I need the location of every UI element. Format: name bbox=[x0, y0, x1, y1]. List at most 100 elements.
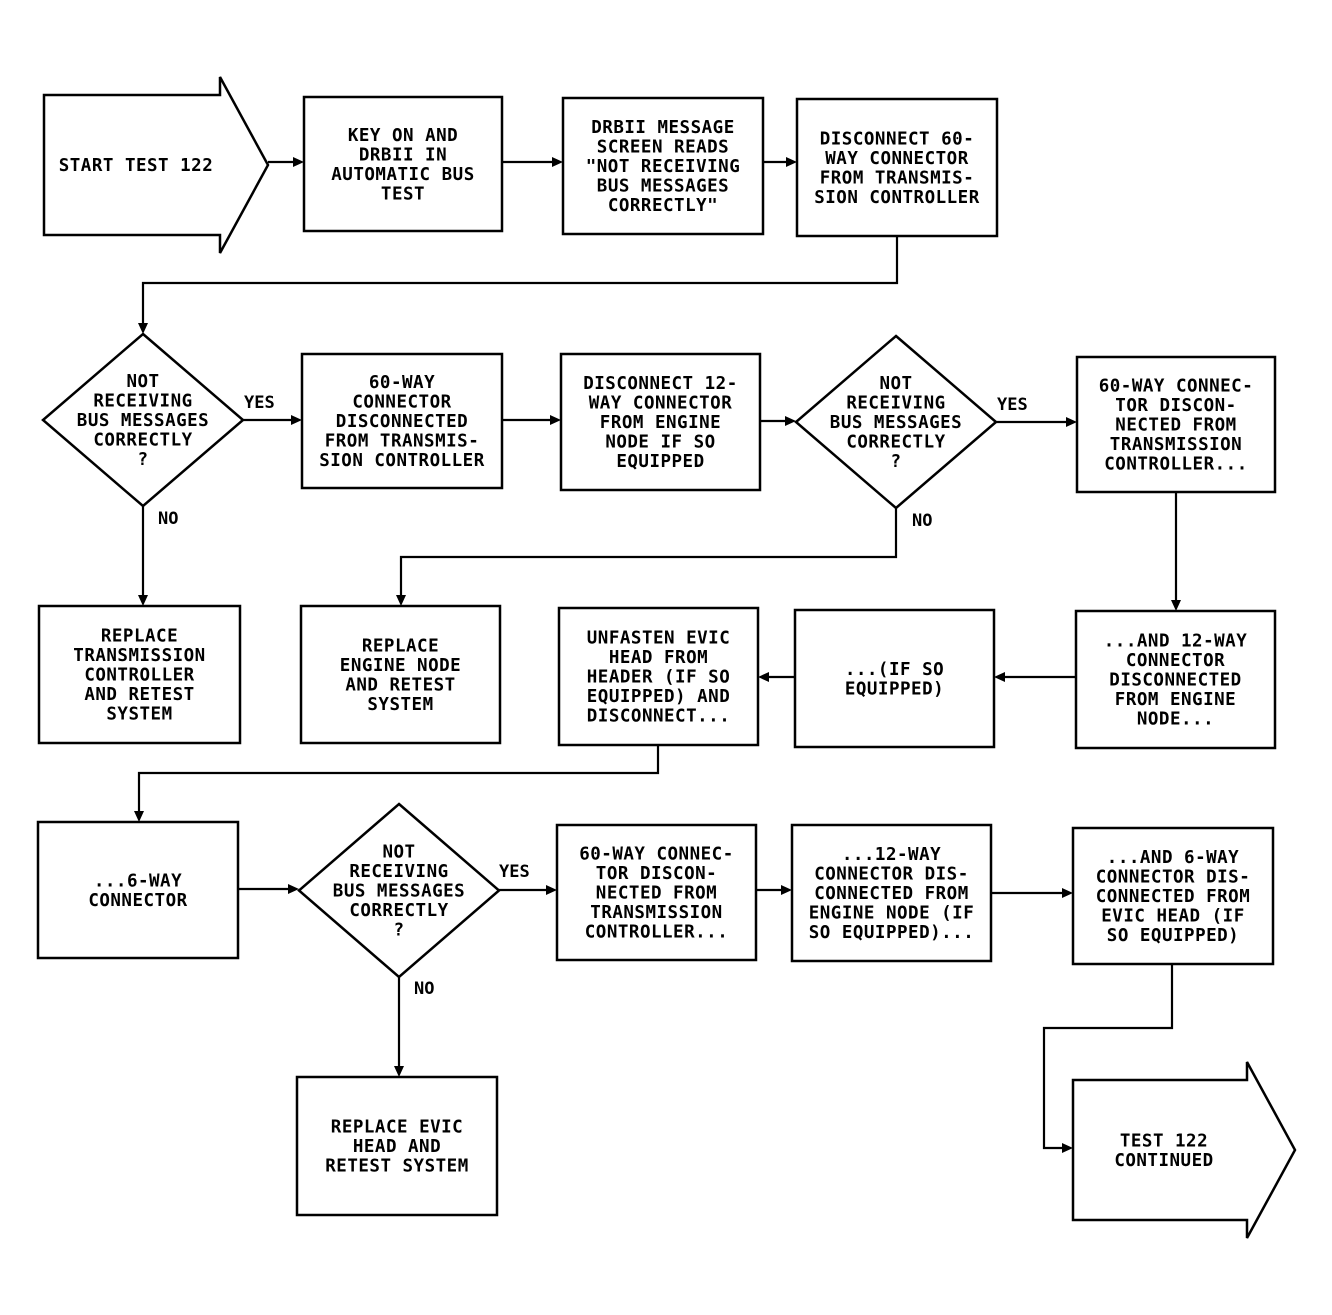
connector-drbii-msg-to-disc-60 bbox=[763, 157, 797, 167]
node-label-line: RECEIVING bbox=[846, 394, 945, 414]
edge-label-no: NO bbox=[414, 979, 434, 999]
node-label-line: CORRECTLY bbox=[846, 433, 945, 453]
arrowhead-icon bbox=[138, 323, 148, 334]
node-label-line: FROM TRANSMIS- bbox=[325, 432, 480, 452]
process-box bbox=[795, 97, 999, 238]
connector-line bbox=[137, 745, 660, 811]
node-label-line: NOT bbox=[382, 843, 415, 863]
node-label-line: FROM TRANSMIS- bbox=[820, 168, 975, 188]
node-label-line: CORRECTLY" bbox=[608, 196, 718, 216]
node-label-line: AND RETEST bbox=[84, 685, 194, 705]
node-label-line: HEAD AND bbox=[353, 1137, 441, 1157]
node-label-line: "NOT RECEIVING bbox=[586, 157, 741, 177]
arrowhead-icon bbox=[138, 595, 148, 606]
node-label-line: EQUIPPED) bbox=[845, 679, 944, 699]
node-label-line: ...12-WAY bbox=[842, 845, 941, 865]
node-label-line: ? bbox=[890, 452, 901, 472]
node-label-line: CONTROLLER... bbox=[585, 923, 728, 943]
connector-disc60-done-to-disc-12 bbox=[502, 415, 561, 425]
node-label-line: NECTED FROM bbox=[1115, 416, 1236, 436]
connector-line bbox=[1042, 964, 1174, 1150]
connector-and-12-to-if-so bbox=[994, 672, 1076, 682]
connector-dec2-to-replace-en bbox=[396, 508, 898, 606]
node-label-line: CONTROLLER... bbox=[1104, 455, 1247, 475]
node-label-line: DRBII IN bbox=[359, 145, 447, 165]
connector-dec3-to-status-60-b bbox=[499, 885, 557, 895]
node-label-line: ...(IF SO bbox=[845, 660, 944, 680]
node-label-line: RETEST SYSTEM bbox=[325, 1157, 468, 1177]
node-label-line: CONTINUED bbox=[1114, 1151, 1213, 1171]
process-box bbox=[790, 823, 993, 963]
node-label-line: REPLACE bbox=[101, 627, 178, 647]
node-label-line: CONNECTOR bbox=[352, 393, 451, 413]
arrowhead-icon bbox=[1171, 600, 1181, 611]
node-label-line: FROM ENGINE bbox=[1115, 690, 1236, 710]
connector-status-60-b-to-status-12-b bbox=[756, 885, 792, 895]
process-box bbox=[555, 823, 758, 962]
arrowhead-icon bbox=[291, 415, 302, 425]
node-label-line: CONNECTOR bbox=[1126, 651, 1225, 671]
connector-disc-12-to-dec2 bbox=[760, 416, 796, 426]
node-label-line: NOT bbox=[126, 372, 159, 392]
arrowhead-icon bbox=[394, 1066, 404, 1077]
node-label-line: DISCONNECT 12- bbox=[583, 374, 738, 394]
node-label-line: SCREEN READS bbox=[597, 138, 729, 158]
node-label-line: CONTROLLER bbox=[84, 666, 194, 686]
node-label-line: TRANSMISSION bbox=[1110, 435, 1242, 455]
node-label-line: DRBII MESSAGE bbox=[591, 118, 734, 138]
node-label-line: ? bbox=[393, 921, 404, 941]
connector-if-so-to-unfasten bbox=[758, 672, 795, 682]
node-label-line: 60-WAY bbox=[369, 373, 435, 393]
node-label-line: CONNECTED FROM bbox=[814, 884, 969, 904]
node-label-line: BUS MESSAGES bbox=[77, 411, 209, 431]
process-box bbox=[557, 606, 760, 747]
process-box bbox=[1074, 609, 1277, 750]
edges-layer bbox=[134, 157, 1181, 1153]
arrowhead-icon bbox=[550, 415, 561, 425]
arrowhead-icon bbox=[1062, 888, 1073, 898]
process-box bbox=[1075, 355, 1277, 494]
connector-dec3-to-replace-evic bbox=[394, 977, 404, 1077]
arrowhead-icon bbox=[288, 884, 299, 894]
node-label-line: BUS MESSAGES bbox=[333, 882, 465, 902]
process-box bbox=[302, 95, 504, 233]
node-label-line: DISCONNECTED bbox=[1109, 671, 1241, 691]
arrowhead-icon bbox=[785, 416, 796, 426]
node-label-line: 60-WAY CONNEC- bbox=[1099, 377, 1254, 397]
connector-line bbox=[141, 236, 899, 323]
node-label-line: CORRECTLY bbox=[349, 901, 448, 921]
edge-label-no: NO bbox=[912, 511, 932, 531]
process-box bbox=[793, 608, 996, 749]
node-label-line: CORRECTLY bbox=[93, 431, 192, 451]
node-label-line: AND RETEST bbox=[345, 675, 455, 695]
node-label-line: 60-WAY CONNEC- bbox=[579, 845, 734, 865]
terminal-arrow bbox=[42, 76, 270, 254]
node-label-line: REPLACE EVIC bbox=[331, 1118, 463, 1138]
node-label-line: ...6-WAY bbox=[94, 871, 182, 891]
node-label-line: SYSTEM bbox=[106, 705, 172, 725]
node-label-line: NECTED FROM bbox=[596, 884, 717, 904]
node-label-line: SION CONTROLLER bbox=[319, 451, 485, 471]
process-box bbox=[37, 604, 242, 745]
arrowhead-icon bbox=[1066, 417, 1077, 427]
node-label-line: EVIC HEAD (IF bbox=[1101, 907, 1244, 927]
edge-label-yes: YES bbox=[499, 862, 530, 882]
node-label-line: ENGINE NODE bbox=[340, 656, 461, 676]
connector-dec1-to-disc60-done bbox=[243, 415, 302, 425]
process-box bbox=[299, 604, 502, 745]
arrowhead-icon bbox=[994, 672, 1005, 682]
node-label-line: DISCONNECT 60- bbox=[820, 129, 975, 149]
arrowhead-icon bbox=[781, 885, 792, 895]
connector-disc-60-to-dec1 bbox=[138, 236, 899, 334]
node-label-line: EQUIPPED bbox=[616, 452, 704, 472]
